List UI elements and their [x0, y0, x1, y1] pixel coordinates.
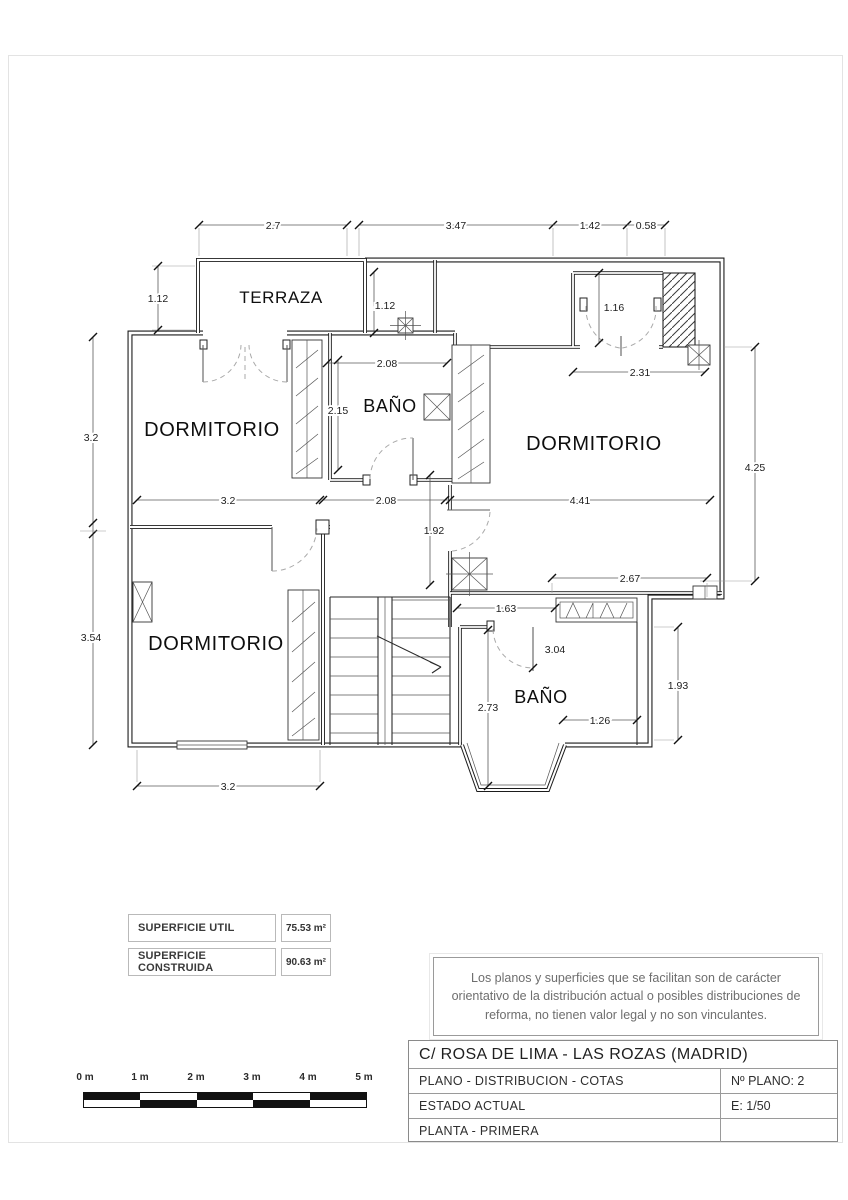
scale-label-4: 4 m [299, 1072, 317, 1083]
superficie-util-value-box: 75.53 m² [281, 914, 331, 942]
dim-label: 1.12 [375, 300, 396, 312]
titleblock-num-plano: Nº PLANO: 2 [720, 1069, 837, 1093]
dim-label: 2.08 [377, 358, 398, 370]
shaft-window-icon [446, 552, 493, 596]
room-labels: TERRAZA DORMITORIO BAÑO DORMITORIO DORMI… [143, 287, 663, 709]
titleblock-row-plano: PLANO - DISTRIBUCION - COTAS Nº PLANO: 2 [409, 1068, 837, 1093]
dim-label: 3.54 [81, 632, 102, 644]
stairs-direction-arrow [376, 635, 442, 674]
closet-banyo2 [555, 597, 638, 623]
scale-bar: 0 m 1 m 2 m 3 m 4 m 5 m [76, 1072, 373, 1112]
titleblock-row-estado: ESTADO ACTUAL E: 1/50 [409, 1093, 837, 1118]
dim-label: 1.16 [604, 302, 625, 314]
staircase [329, 596, 451, 745]
dimensions: 2.7 3.47 1.42 0.58 1.12 1.12 1.16 2.08 2… [79, 218, 768, 795]
room-label-dormitorio-1: DORMITORIO [144, 419, 280, 441]
superficie-util-label: SUPERFICIE UTIL [138, 922, 235, 934]
dim-label: 1.42 [580, 220, 601, 232]
banyo1-window-icon [423, 393, 451, 421]
disclaimer-box: Los planos y superficies que se facilita… [433, 957, 819, 1036]
skylight-grille-icon [390, 311, 421, 340]
titleblock-plano: PLANO - DISTRIBUCION - COTAS [419, 1074, 624, 1088]
dim-label: 4.41 [570, 495, 591, 507]
superficie-construida-value-box: 90.63 m² [281, 948, 331, 976]
superficie-construida-box: SUPERFICIE CONSTRUIDA [128, 948, 276, 976]
window-symbols [132, 311, 718, 750]
titleblock-escala: E: 1/50 [720, 1094, 837, 1118]
dim-label: 3.2 [84, 432, 99, 444]
dim-label: 3.47 [446, 220, 467, 232]
titleblock-address: C/ ROSA DE LIMA - LAS ROZAS (MADRID) [419, 1045, 749, 1063]
dim-label: 3.04 [545, 644, 566, 656]
dim-label: 2.15 [328, 405, 349, 417]
exterior-walls [127, 257, 725, 748]
dim-label: 2.73 [478, 702, 499, 714]
floor-plan-drawing: 2.7 3.47 1.42 0.58 1.12 1.12 1.16 2.08 2… [79, 218, 768, 795]
dim-label: 3.2 [221, 781, 236, 793]
bay-window-wall [460, 742, 567, 792]
interior-walls-upper [328, 260, 457, 593]
scale-label-0: 0 m [76, 1072, 94, 1083]
superficie-util-value: 75.53 m² [285, 922, 327, 934]
dorm3-window-icon [132, 581, 153, 623]
dim-label: 1.26 [590, 715, 611, 727]
topright-window-icon [687, 340, 711, 370]
dim-label: 2.67 [620, 573, 641, 585]
titleblock-empty-cell [720, 1119, 837, 1142]
dim-label: 4.25 [745, 462, 766, 474]
room-label-dormitorio-2: DORMITORIO [526, 433, 662, 455]
title-block: C/ ROSA DE LIMA - LAS ROZAS (MADRID) PLA… [408, 1040, 838, 1142]
titleblock-row-planta: PLANTA - PRIMERA [409, 1118, 837, 1142]
bottom-window-icon [176, 740, 248, 750]
extension-lines [136, 228, 752, 782]
dim-label: 3.2 [221, 495, 236, 507]
scale-label-1: 1 m [131, 1072, 149, 1083]
dim-label: 2.7 [266, 220, 281, 232]
scale-label-5: 5 m [355, 1072, 373, 1083]
terraza-walls [196, 258, 367, 333]
dim-label: 1.92 [424, 525, 445, 537]
disclaimer-text: Los planos y superficies que se facilita… [451, 971, 801, 1022]
chimney-hatched-block [662, 272, 696, 348]
room-label-dormitorio-3: DORMITORIO [148, 633, 284, 655]
dim-label: 1.63 [496, 603, 517, 615]
scale-label-2: 2 m [187, 1072, 205, 1083]
superficie-util-box: SUPERFICIE UTIL [128, 914, 276, 942]
titleblock-planta: PLANTA - PRIMERA [419, 1123, 539, 1138]
superficie-construida-label: SUPERFICIE CONSTRUIDA [138, 950, 214, 974]
closet-right-upper [451, 344, 491, 484]
page-frame [8, 55, 843, 1143]
scale-bar-segments [83, 1092, 367, 1108]
room-label-banyo-1: BAÑO [363, 395, 416, 416]
interior-walls-topright [490, 271, 663, 349]
scale-label-3: 3 m [243, 1072, 261, 1083]
dim-label: 2.31 [630, 367, 651, 379]
dim-label: 0.58 [636, 220, 657, 232]
dim-label: 2.08 [376, 495, 397, 507]
titleblock-estado: ESTADO ACTUAL [419, 1099, 526, 1113]
closet-dorm3 [287, 589, 320, 741]
dim-label: 1.12 [148, 293, 169, 305]
dim-label: 1.93 [668, 680, 689, 692]
room-label-terraza: TERRAZA [239, 288, 323, 307]
room-label-banyo-2: BAÑO [514, 686, 567, 707]
closet-left-upper [291, 339, 323, 479]
superficie-construida-value: 90.63 m² [285, 956, 327, 968]
doors [199, 297, 662, 671]
step-window-icon [692, 585, 718, 600]
